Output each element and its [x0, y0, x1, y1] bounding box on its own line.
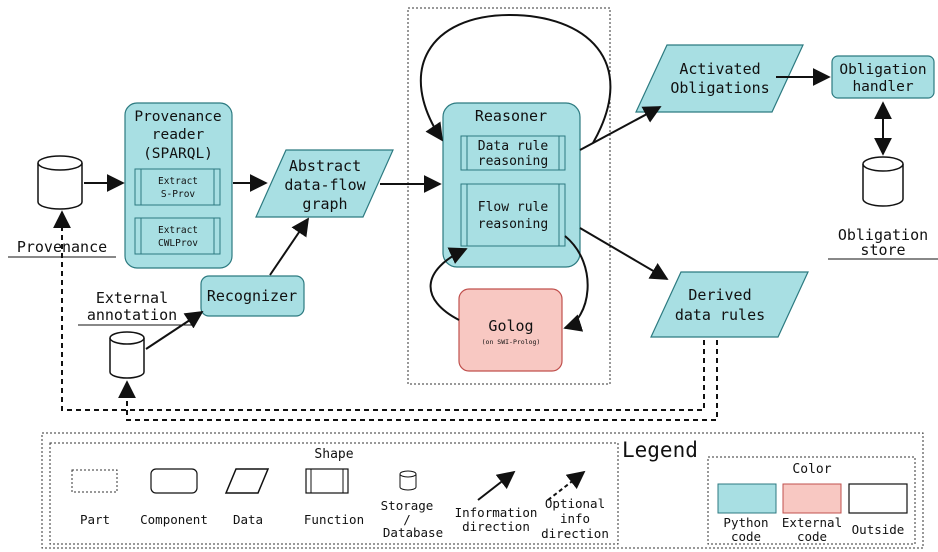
extract-cwlprov-function: [134, 217, 221, 255]
dashed-derived-to-annotation: [118, 340, 718, 421]
extract-cwlprov-line2: CWLProv: [158, 238, 198, 249]
arrow-reasoner-to-obligations: [579, 106, 662, 151]
legend-part-swatch: [71, 469, 118, 493]
legend-external-line2: code: [797, 529, 827, 544]
legend-external-line1: External: [782, 515, 842, 530]
legend-python-line1: Python: [723, 515, 768, 530]
golog-sub-label: (on SWI-Prolog): [482, 338, 541, 346]
data-rule-reasoning-function: [460, 135, 566, 171]
legend-border: [41, 432, 924, 549]
legend-component-label: Component: [140, 512, 208, 527]
legend-optional-line2: info: [560, 511, 590, 526]
extract-sprov-function: [134, 168, 221, 206]
legend-function-label: Function: [304, 512, 364, 527]
recognizer-box: [200, 275, 305, 317]
arrow-annotation-to-recognizer: [145, 311, 204, 350]
derived-rules-line2: data rules: [675, 306, 765, 324]
arrow-reasoner-self-loop: [419, 13, 612, 144]
obligation-handler-box: [831, 55, 935, 99]
information-arrows: [84, 13, 892, 350]
obligation-handler-line2: handler: [852, 79, 913, 95]
obligation-store-line1: Obligation: [838, 226, 928, 244]
color-legend-border: [707, 456, 916, 545]
legend-python-swatch: [717, 483, 777, 514]
abstract-graph-shape: [255, 149, 394, 218]
data-rule-line1: Data rule: [478, 139, 549, 154]
legend-storage-line2: /: [403, 512, 411, 527]
provenance-reader-line1: Provenance: [134, 109, 221, 125]
obligation-store-line2: store: [860, 241, 905, 259]
legend-part-label: Part: [80, 512, 110, 527]
reasoner-part-border: [407, 7, 611, 385]
provenance-reader-line3: (SPARQL): [143, 146, 213, 162]
dashed-derived-to-provenance: [53, 210, 705, 411]
arrow-golog-to-flow: [429, 247, 468, 321]
external-annotation-line1: External: [96, 289, 168, 307]
legend-component-swatch: [150, 468, 198, 494]
golog-label: Golog: [488, 317, 533, 335]
abstract-graph-line3: graph: [302, 195, 347, 213]
legend-data-label: Data: [233, 512, 263, 527]
reasoner-label: Reasoner: [475, 107, 547, 125]
legend-python-line2: code: [731, 529, 761, 544]
recognizer-label: Recognizer: [207, 287, 297, 305]
legend-storage-line3: Database: [383, 525, 443, 540]
legend-outside-label: Outside: [852, 522, 905, 537]
extract-sprov-line2: S-Prov: [161, 189, 196, 200]
legend-function-swatch: [305, 468, 349, 494]
data-rule-line2: reasoning: [478, 154, 548, 169]
legend-information-arrow: [477, 470, 516, 501]
legend-outside-swatch: [848, 483, 908, 514]
derived-rules-line1: Derived: [688, 286, 751, 304]
abstract-graph-line1: Abstract: [289, 157, 361, 175]
external-annotation-database: [109, 331, 145, 379]
color-legend-title: Color: [792, 462, 831, 477]
external-annotation-line2: annotation: [87, 306, 177, 324]
derived-rules-shape: [650, 271, 809, 338]
legend-storage-swatch: [399, 470, 417, 491]
legend-storage-line1: Storage: [381, 498, 434, 513]
arrow-flow-to-golog: [563, 235, 589, 332]
arrow-recognizer-to-graph: [269, 217, 310, 276]
activated-obligations-line2: Obligations: [670, 79, 769, 97]
provenance-database: [37, 155, 83, 210]
flow-rule-line2: reasoning: [478, 217, 548, 232]
flow-rule-reasoning-function: [460, 183, 566, 247]
arrow-reasoner-to-derived: [579, 227, 669, 280]
abstract-graph-line2: data-flow: [284, 176, 366, 194]
legend-title: Legend: [622, 438, 698, 462]
legend-data-swatch: [224, 468, 270, 494]
optional-arrows: [53, 210, 718, 421]
activated-obligations-line1: Activated: [679, 60, 760, 78]
obligation-handler-line1: Obligation: [839, 62, 926, 78]
shape-legend-border: [49, 442, 619, 545]
legend-information-line1: Information: [455, 505, 538, 520]
legend-optional-line3: direction: [541, 526, 609, 541]
provenance-reader-line2: reader: [152, 127, 205, 143]
legend-external-swatch: [782, 483, 842, 514]
legend-information-line2: direction: [462, 519, 530, 534]
shape-legend-title: Shape: [314, 447, 353, 462]
extract-cwlprov-line1: Extract: [158, 225, 198, 236]
activated-obligations-shape: [635, 44, 804, 113]
legend-optional-arrow: [547, 470, 586, 501]
extract-sprov-line1: Extract: [158, 176, 198, 187]
obligation-store-database: [862, 156, 904, 207]
legend-optional-line1: Optional: [545, 496, 605, 511]
golog-box: [458, 288, 563, 372]
flow-rule-line1: Flow rule: [478, 200, 549, 215]
